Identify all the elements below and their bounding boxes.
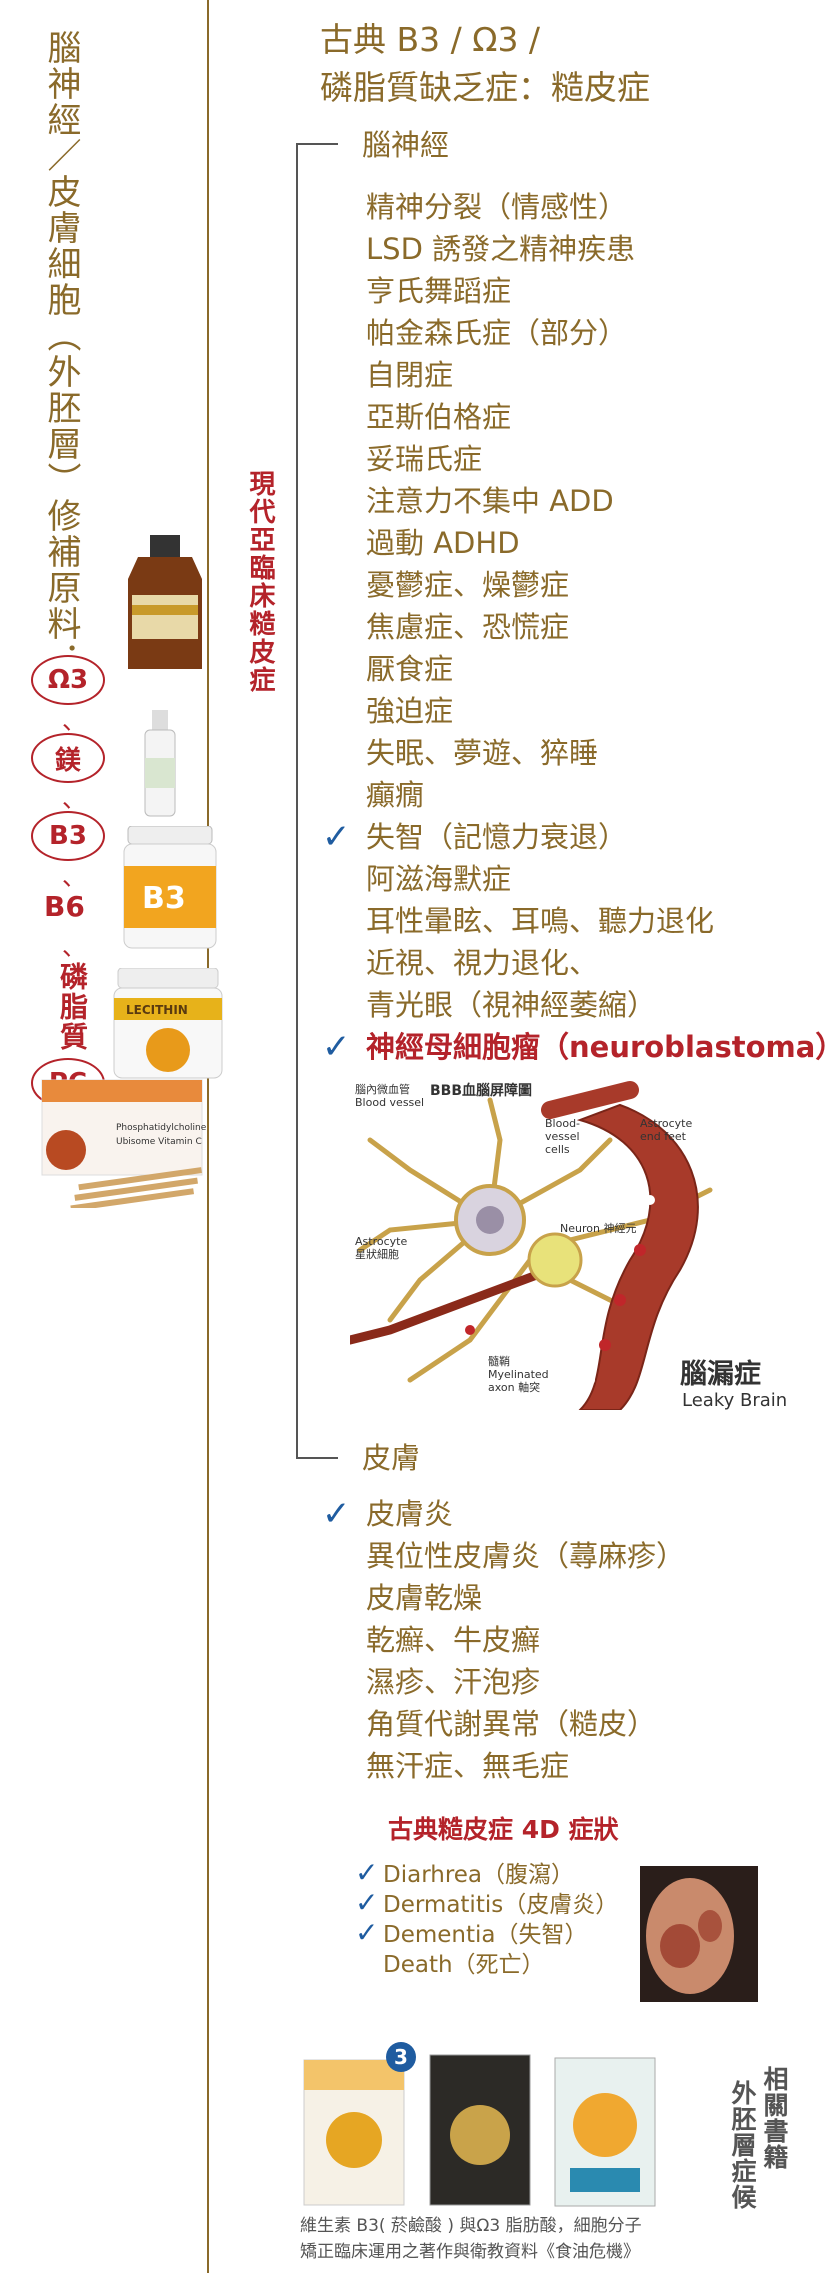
page-title-line-1: 古典 B3 / Ω3 / <box>320 20 541 59</box>
list-item: ✓皮膚炎 <box>322 1494 454 1534</box>
list-item: LSD 誘發之精神疾患 <box>366 232 636 266</box>
list-item: 青光眼（視神經萎縮） <box>366 988 657 1022</box>
list-item: 阿滋海默症 <box>366 862 512 896</box>
separator: 、 <box>62 863 86 891</box>
check-icon: ✓ <box>322 817 351 857</box>
classic-item-dermatitis: ✓Dermatitis（皮膚炎） <box>355 1886 619 1919</box>
list-item: 注意力不集中 ADD <box>366 484 614 518</box>
list-item: 精神分裂（情感性） <box>366 190 628 224</box>
list-item: 強迫症 <box>366 694 454 728</box>
books-caption: 維生素 B3( 菸鹼酸 ) 與Ω3 脂肪酸，細胞分子 矯正臨床運用之著作與衛教資… <box>300 2216 642 2262</box>
list-item: 憂鬱症、燥鬱症 <box>366 568 570 602</box>
list-item: 癲癇 <box>366 778 425 812</box>
svg-text:LECITHIN: LECITHIN <box>126 1003 188 1017</box>
classic-item-dementia: ✓Dementia（失智） <box>355 1916 588 1949</box>
list-item: 失眠、夢遊、猝睡 <box>366 736 599 770</box>
dropper-bottle <box>144 710 176 817</box>
skin-list: ✓皮膚炎 異位性皮膚炎（蕁麻疹） 皮膚乾燥 乾癬、牛皮癬 濕疹、汗泡疹 角質代謝… <box>322 1493 686 1787</box>
bbb-diagram <box>350 1081 713 1410</box>
separator: 、 <box>62 933 86 961</box>
badge-count: 3 <box>386 2042 416 2072</box>
list-item: 厭食症 <box>366 652 454 686</box>
svg-text:Ubisome Vitamin C: Ubisome Vitamin C <box>116 1137 202 1147</box>
check-icon: ✓ <box>355 1856 379 1889</box>
page-title: 古典 B3 / Ω3 / 磷脂質缺乏症：糙皮症 <box>320 16 650 112</box>
divider-line <box>207 0 209 2273</box>
svg-text:Phosphatidylcholine: Phosphatidylcholine <box>116 1123 207 1133</box>
label-blood-vessel: 腦內微血管 Blood vessel <box>355 1083 425 1109</box>
lecithin-jar: LECITHIN <box>113 968 223 1079</box>
separator: 、 <box>62 785 86 813</box>
books-image <box>303 2054 656 2207</box>
list-item: 角質代謝異常（糙皮） <box>366 1707 657 1741</box>
brain-heading: 腦神經 <box>362 128 450 162</box>
sidebar-title: 腦神經／皮膚細胞（外胚層）修補原料： <box>41 30 81 678</box>
check-icon: ✓ <box>322 1027 351 1067</box>
classic-4d-title: 古典糙皮症 4D 症狀 <box>388 1815 619 1844</box>
books-side-label-2: 相關書籍 <box>760 2066 789 2170</box>
page-title-line-2: 磷脂質缺乏症：糙皮症 <box>320 68 650 107</box>
list-item: 焦慮症、恐慌症 <box>366 610 570 644</box>
list-item: 無汗症、無毛症 <box>366 1749 570 1783</box>
label-bv-cells: Blood-vessel cells <box>545 1117 581 1156</box>
list-item: 異位性皮膚炎（蕁麻疹） <box>366 1539 686 1573</box>
modern-pellagra-label: 現代亞臨床糙皮症 <box>245 470 275 694</box>
separator: 、 <box>62 707 86 735</box>
list-item: 耳性暈眩、耳鳴、聽力退化 <box>366 904 715 938</box>
b3-niacin-jar: B3 <box>123 826 217 949</box>
books-side-label-1: 外胚層症候 <box>728 2080 757 2210</box>
list-item: 過動 ADHD <box>366 526 520 560</box>
label-astrocyte: Astrocyte 星狀細胞 <box>355 1235 408 1261</box>
list-item: 近視、視力退化、 <box>366 946 599 980</box>
list-item: 自閉症 <box>366 358 454 392</box>
ingredient-omega3: Ω3 <box>31 655 105 705</box>
list-item: 皮膚乾燥 <box>366 1581 483 1615</box>
check-icon: ✓ <box>355 1886 379 1919</box>
list-item: 妥瑞氏症 <box>366 442 483 476</box>
list-item-highlight: ✓神經母細胞瘤（neuroblastoma） <box>322 1027 829 1067</box>
leaky-brain-label: 腦漏症 <box>680 1359 761 1390</box>
list-item: ✓失智（記憶力衰退） <box>322 817 628 857</box>
list-item: 帕金森氏症（部分） <box>366 316 628 350</box>
skin-heading: 皮膚 <box>362 1441 421 1475</box>
list-item: 亞斯伯格症 <box>366 400 512 434</box>
brain-list: 精神分裂（情感性） LSD 誘發之精神疾患 亨氏舞蹈症 帕金森氏症（部分） 自閉… <box>322 186 829 1068</box>
classic-item-death: Death（死亡） <box>383 1952 545 1978</box>
section-bracket <box>296 143 338 1459</box>
list-item: 濕疹、汗泡疹 <box>366 1665 541 1699</box>
list-item: 亨氏舞蹈症 <box>366 274 512 308</box>
label-astrocyte-end: Astrocyte end feet <box>640 1117 693 1143</box>
label-neuron: Neuron 神經元 <box>560 1222 637 1235</box>
label-axon: 髓鞘 Myelinated axon 軸突 <box>488 1355 549 1394</box>
ubisome-vitamin-c-box: Phosphatidylcholine Ubisome Vitamin C <box>41 1079 207 1208</box>
ingredient-b6: B6 <box>44 890 85 923</box>
check-icon: ✓ <box>355 1916 379 1949</box>
dermatitis-photo <box>640 1866 758 2002</box>
list-item: 乾癬、牛皮癬 <box>366 1623 541 1657</box>
leaky-brain-label-en: Leaky Brain <box>682 1390 788 1411</box>
diagram-title: BBB血腦屏障圖 <box>430 1083 533 1099</box>
check-icon: ✓ <box>322 1494 351 1534</box>
ingredient-phospholipid: 磷脂質 <box>56 962 89 1052</box>
ingredient-b3: B3 <box>31 811 105 861</box>
ingredient-magnesium: 鎂 <box>31 733 105 783</box>
classic-item-diarrhea: ✓Diarhrea（腹瀉） <box>355 1856 575 1889</box>
flaxseed-oil-bottle <box>128 535 202 669</box>
svg-text:B3: B3 <box>142 881 186 916</box>
